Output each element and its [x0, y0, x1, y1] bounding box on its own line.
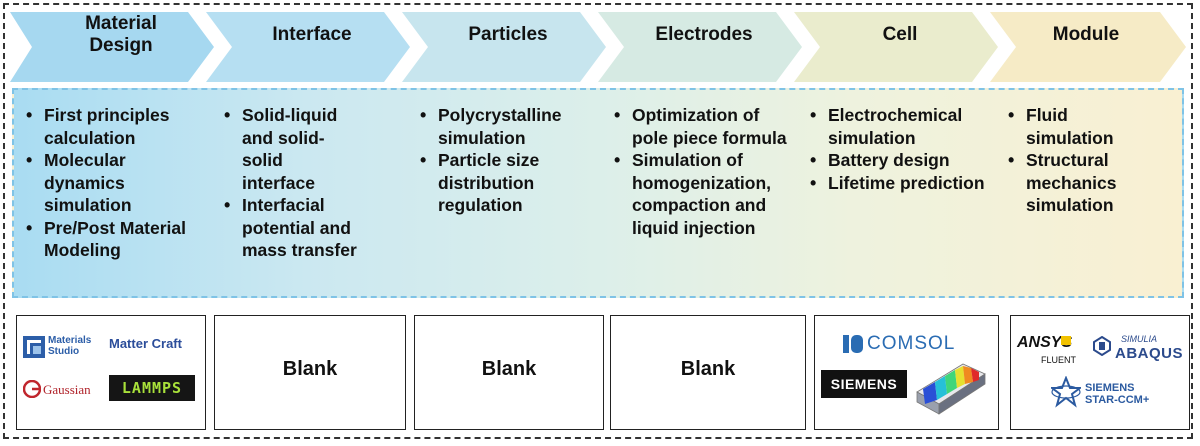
- description-item: Polycrystalline simulation: [418, 104, 588, 149]
- description-electrodes: Optimization of pole piece formula Simul…: [612, 104, 792, 239]
- abaqus-label: ABAQUS: [1115, 345, 1184, 362]
- software-box-electrodes: Blank: [610, 315, 806, 430]
- software-box-interface: Blank: [214, 315, 406, 430]
- stage-bar: [10, 12, 1186, 82]
- stage-chevron-particles: [402, 12, 606, 82]
- lammps-logo: LAMMPS: [109, 375, 195, 401]
- description-item: Solid-liquid and solid-solid interface: [222, 104, 352, 194]
- description-item: Molecular dynamics simulation: [24, 149, 189, 217]
- stage-chevron-electrodes: [598, 12, 802, 82]
- gaussian-icon: [23, 380, 41, 398]
- description-particles: Polycrystalline simulation Particle size…: [418, 104, 588, 217]
- comsol-logo: COMSOL: [843, 332, 983, 356]
- description-item: Electrochemical simulation: [808, 104, 988, 149]
- stage-cell: Cell: [812, 0, 1002, 70]
- battery-module-render-icon: [916, 363, 986, 415]
- materials-studio-logo: Materials Studio: [23, 334, 103, 360]
- comsol-label: COMSOL: [867, 333, 956, 354]
- description-item: Battery design: [808, 149, 988, 172]
- materials-studio-line2: Studio: [48, 346, 80, 357]
- stage-chevron-cell: [794, 12, 998, 82]
- gaussian-logo: Gaussian: [23, 378, 105, 402]
- stage-electrodes: Electrodes: [616, 0, 806, 70]
- matter-craft-logo: Matter Craft: [109, 336, 182, 351]
- simulia-label: SIMULIA: [1121, 334, 1158, 344]
- software-box-cell: COMSOL SIEMENS: [814, 315, 999, 430]
- description-item: Lifetime prediction: [808, 172, 988, 195]
- starccm-icon: [1051, 376, 1081, 408]
- blank-label: Blank: [481, 358, 537, 380]
- stage-label: Material Design: [85, 13, 157, 56]
- stage-interface: Interface: [224, 0, 414, 70]
- siemens-label: SIEMENS: [1085, 382, 1135, 394]
- description-module: Fluid simulation Structural mechanics si…: [1006, 104, 1166, 217]
- description-item: Pre/Post Material Modeling: [24, 217, 189, 262]
- stage-label: Interface: [272, 24, 352, 45]
- stage-particles: Particles: [420, 0, 610, 70]
- stage-material-design: Material Design: [38, 0, 218, 70]
- ansys-accent: [1061, 336, 1071, 345]
- description-item: First principles calculation: [24, 104, 189, 149]
- materials-studio-icon: [23, 336, 45, 358]
- stage-chevron-interface: [206, 12, 410, 82]
- blank-label: Blank: [282, 358, 338, 380]
- fluent-label: FLUENT: [1041, 355, 1077, 365]
- ansys-label: ANSYS: [1017, 334, 1073, 351]
- lammps-label: LAMMPS: [121, 379, 183, 397]
- stage-label: Module: [1052, 24, 1120, 45]
- comsol-icon: [843, 335, 863, 353]
- software-box-material-design: Materials Studio Matter Craft Gaussian L…: [16, 315, 206, 430]
- description-interface: Solid-liquid and solid-solid interface I…: [222, 104, 372, 262]
- description-cell: Electrochemical simulation Battery desig…: [808, 104, 988, 194]
- diagram-frame: [3, 3, 1193, 439]
- gaussian-label: Gaussian: [43, 382, 91, 397]
- description-item: Simulation of homogenization, compaction…: [612, 149, 792, 239]
- description-item: Interfacial potential and mass transfer: [222, 194, 372, 262]
- description-band: First principles calculation Molecular d…: [12, 88, 1184, 298]
- description-item: Structural mechanics simulation: [1006, 149, 1156, 217]
- ansys-fluent-logo: ANSYS FLUENT: [1017, 334, 1081, 370]
- abaqus-icon: [1093, 336, 1111, 356]
- stage-chevron-material-design: [10, 12, 214, 82]
- description-item: Particle size distribution regulation: [418, 149, 578, 217]
- stage-label: Electrodes: [655, 24, 753, 45]
- description-item: Optimization of pole piece formula: [612, 104, 792, 149]
- stage-label: Cell: [882, 24, 918, 45]
- stage-chevron-module: [990, 12, 1186, 82]
- software-box-module: ANSYS FLUENT SIMULIA ABAQUS SIEMENS STAR…: [1010, 315, 1190, 430]
- simulia-abaqus-logo: SIMULIA ABAQUS: [1093, 332, 1189, 366]
- siemens-logo-cell: SIEMENS: [821, 370, 907, 398]
- stage-label: Particles: [468, 24, 548, 45]
- software-box-particles: Blank: [414, 315, 604, 430]
- siemens-starccm-logo: SIEMENS STAR-CCM+: [1051, 374, 1171, 414]
- blank-label: Blank: [680, 358, 736, 380]
- starccm-label: STAR-CCM+: [1085, 394, 1150, 406]
- description-material-design: First principles calculation Molecular d…: [24, 104, 189, 262]
- materials-studio-line1: Materials: [48, 335, 92, 346]
- siemens-label: SIEMENS: [830, 376, 898, 392]
- description-item: Fluid simulation: [1006, 104, 1126, 149]
- stage-module: Module: [1008, 0, 1178, 70]
